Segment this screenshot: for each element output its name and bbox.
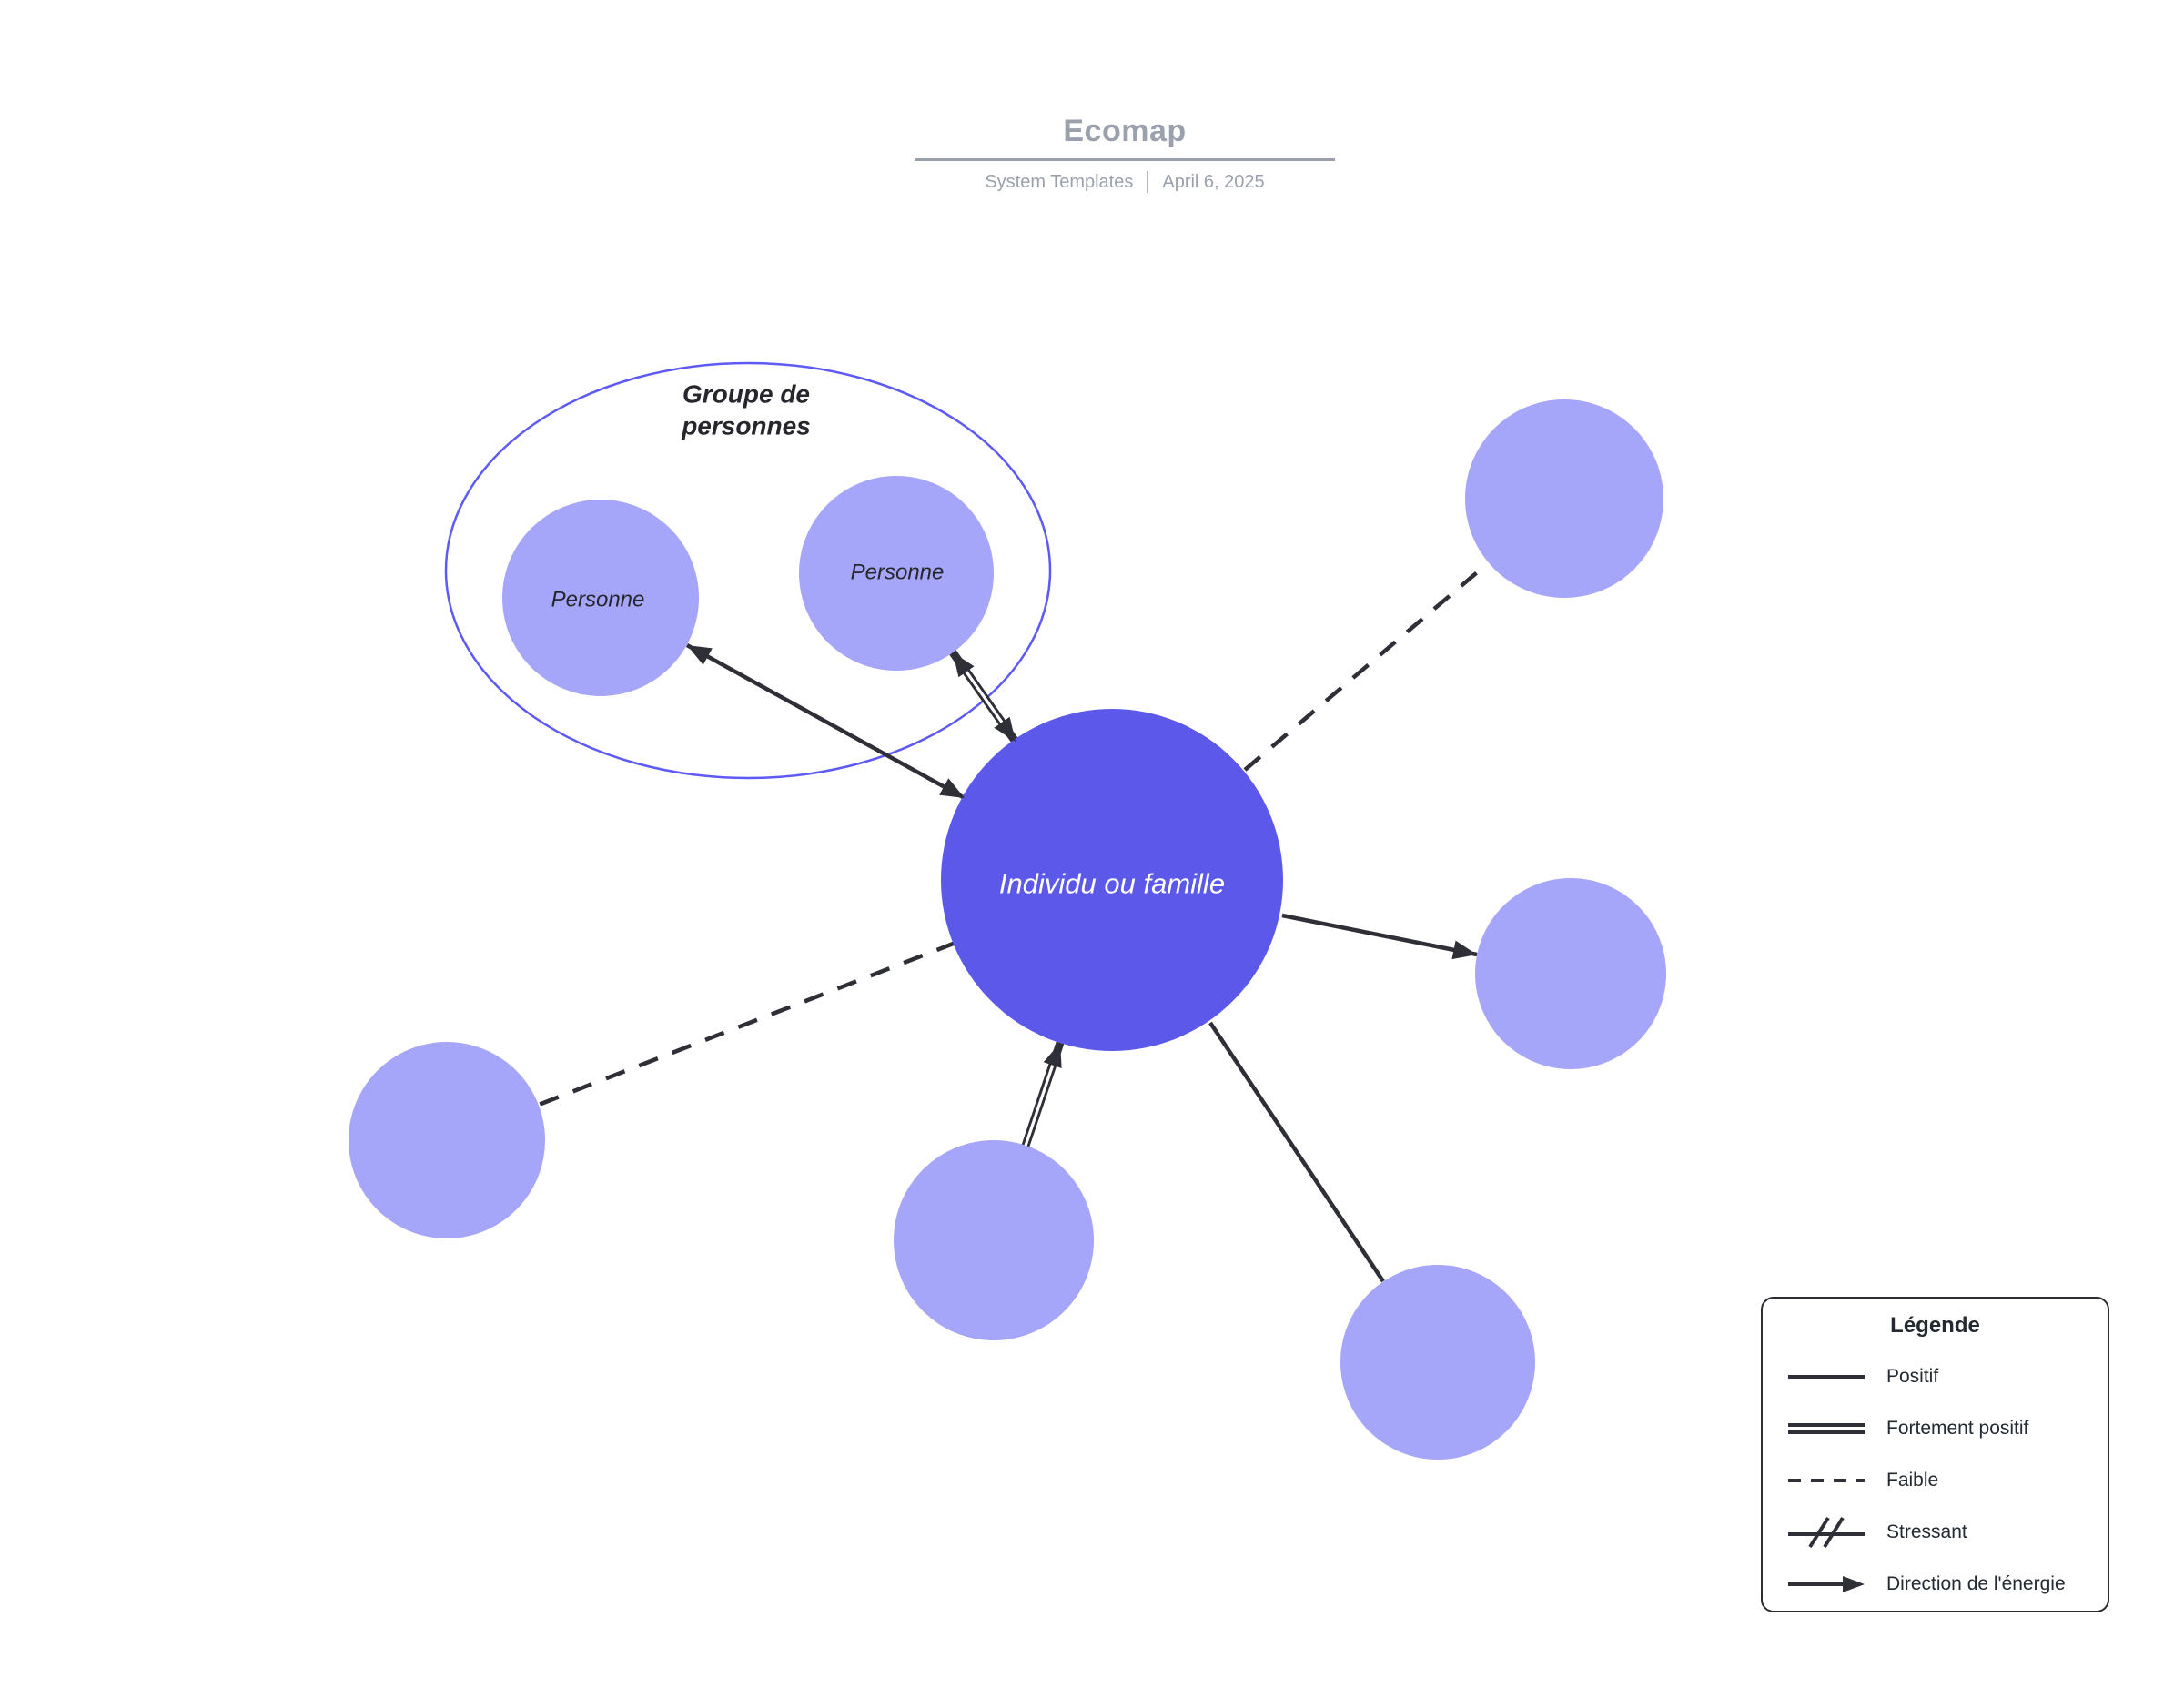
arrowhead-to-person-right (953, 652, 975, 678)
subtitle-date: April 6, 2025 (1162, 171, 1265, 192)
legend-item-stressant: Stressant (1763, 1506, 2108, 1558)
connection-central-bottomright[interactable] (1208, 1021, 1385, 1283)
group-label-line1: Groupe de (682, 380, 810, 409)
subtitle-separator (1147, 171, 1149, 193)
node-person-left[interactable] (502, 500, 699, 696)
legend-title: Légende (1890, 1313, 1980, 1338)
legend-item-label: Positif (1886, 1365, 1939, 1387)
legend-item-direction: Direction de l'énergie (1763, 1558, 2108, 1610)
subtitle-author: System Templates (985, 171, 1134, 192)
connection-central-bottomleft[interactable] (538, 940, 956, 1107)
connection-central-topright[interactable] (1243, 561, 1490, 772)
connection-bottommiddle-central-gap (1024, 1057, 1057, 1147)
page-title: Ecomap (1063, 114, 1187, 148)
group-ellipse[interactable] (444, 361, 1052, 780)
arrowhead-to-person-left (687, 645, 713, 665)
legend-item-positif: Positif (1763, 1350, 2108, 1402)
arrowhead-to-right-node (1451, 940, 1477, 960)
page-header: Ecomap System Templates April 6, 2025 (915, 111, 1335, 193)
node-bottomleft[interactable] (349, 1042, 545, 1238)
connection-central-right[interactable] (1281, 913, 1478, 957)
connection-person-right-central-gap (961, 664, 1007, 730)
hatched-line-icon (1788, 1516, 1865, 1548)
node-bottommiddle[interactable] (894, 1140, 1094, 1340)
central-node-label: Individu ou famille (999, 868, 1225, 900)
dashed-line-icon (1788, 1478, 1865, 1482)
node-person-right[interactable] (799, 476, 994, 671)
legend-item-label: Faible (1886, 1469, 1939, 1491)
legend-item-faible: Faible (1763, 1454, 2108, 1506)
page-subtitle: System Templates April 6, 2025 (915, 171, 1335, 193)
solid-line-icon (1788, 1374, 1865, 1379)
group-label-line2: personnes (681, 412, 811, 440)
title-divider (915, 158, 1335, 161)
legend-item-label: Direction de l'énergie (1886, 1572, 2066, 1594)
node-topright[interactable] (1465, 399, 1663, 598)
person-right-label: Personne (851, 561, 945, 585)
person-left-label: Personne (551, 588, 645, 612)
legend-box: Légende Positif Fortement positif Faible (1761, 1297, 2109, 1612)
arrow-icon (1788, 1575, 1865, 1592)
node-central[interactable] (941, 709, 1283, 1051)
node-bottomright[interactable] (1340, 1265, 1535, 1460)
legend-item-label: Stressant (1886, 1521, 1967, 1542)
arrowhead-to-central-from-bottommiddle (1043, 1043, 1062, 1068)
legend-item-label: Fortement positif (1886, 1417, 2029, 1439)
legend-item-fortement-positif: Fortement positif (1763, 1402, 2108, 1454)
arrowhead-to-central-from-person-right (994, 716, 1016, 742)
double-line-icon (1788, 1422, 1865, 1434)
arrowheads (687, 645, 1477, 1068)
node-right[interactable] (1475, 878, 1666, 1069)
connection-person-left-central[interactable] (685, 643, 966, 800)
arrowhead-to-central-from-person-left (939, 778, 965, 798)
